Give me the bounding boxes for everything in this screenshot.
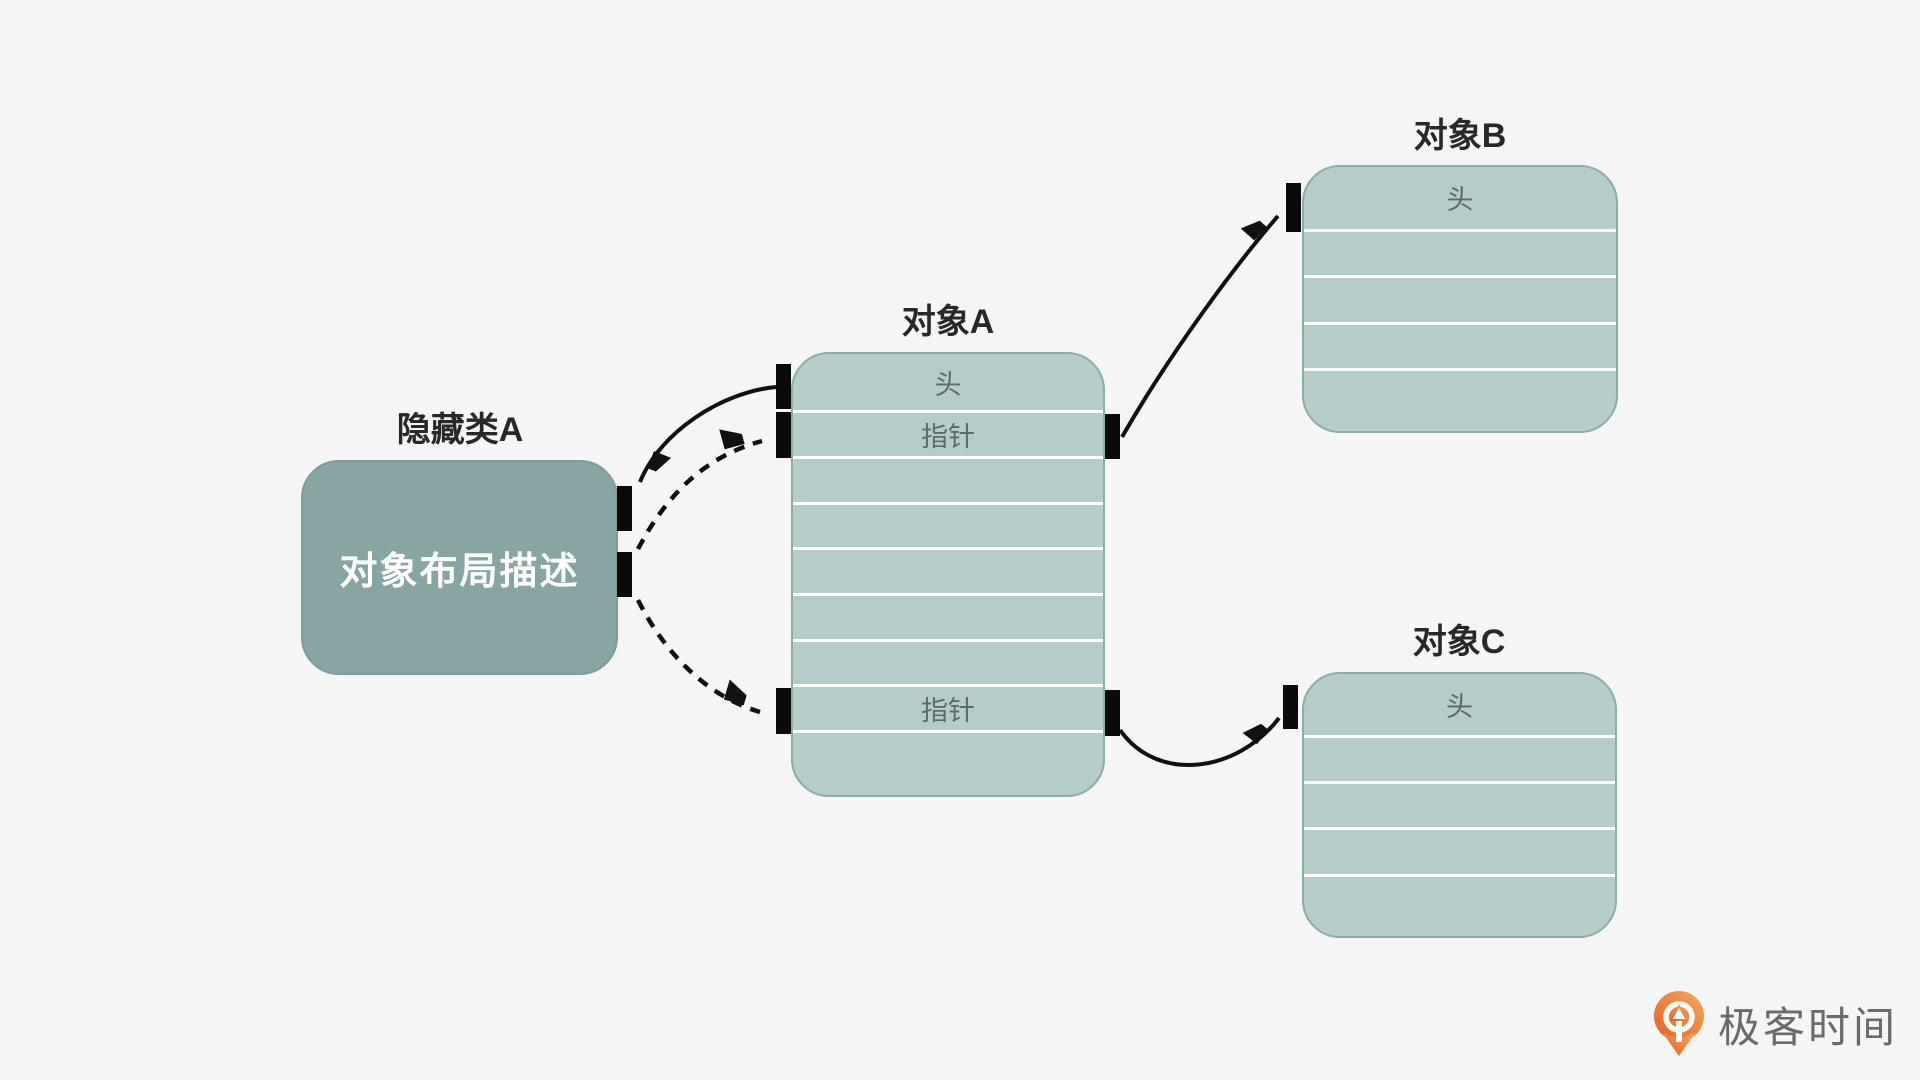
memory-row (793, 593, 1103, 639)
object-c-title: 对象C (1412, 623, 1506, 661)
memory-row (1304, 781, 1615, 827)
hidden-class-a-title: 隐藏类A (396, 411, 524, 449)
arrow-objA-pointer1-to-objB (1120, 216, 1280, 438)
memory-row: 指针 (793, 410, 1103, 456)
arrow-hidden-class-to-objA-pointer1-dashed (636, 441, 763, 551)
object-b-port-left (1286, 183, 1301, 232)
memory-row-label: 指针 (921, 696, 975, 727)
object-a-port-right-pointer2 (1105, 690, 1120, 736)
hidden-class-a-port-top (617, 486, 632, 531)
hidden-class-a-box: 对象布局描述 (301, 460, 618, 675)
memory-row (1304, 368, 1616, 431)
memory-row-label: 头 (1446, 692, 1473, 723)
memory-row (793, 730, 1103, 795)
memory-row (793, 547, 1103, 593)
geektime-logo-text: 极客时间 (1718, 1003, 1899, 1051)
object-c-rows: 头 (1304, 674, 1615, 936)
object-b-box: 头 (1302, 165, 1618, 433)
memory-row (793, 501, 1103, 548)
memory-row-label: 头 (1446, 185, 1474, 216)
geektime-pin-icon (1654, 991, 1704, 1056)
memory-row (793, 456, 1103, 502)
geektime-logo: 极客时间 (1652, 990, 1898, 1058)
memory-row (1304, 873, 1615, 936)
memory-row: 头 (1304, 674, 1615, 735)
memory-row (1304, 321, 1616, 368)
memory-row: 头 (793, 354, 1103, 410)
object-a-port-left-head (776, 364, 791, 409)
memory-row-label: 指针 (921, 422, 975, 453)
arrow-objA-head-to-hidden-class (638, 385, 777, 483)
object-b-title: 对象B (1413, 117, 1507, 155)
memory-row-label: 头 (934, 369, 962, 400)
memory-row: 指针 (793, 684, 1103, 730)
object-b-rows: 头 (1304, 167, 1616, 431)
object-a-title: 对象A (901, 303, 995, 341)
object-a-port-left-pointer2 (776, 688, 791, 734)
object-c-box: 头 (1302, 672, 1617, 938)
arrow-objA-pointer2-to-objC (1118, 716, 1281, 767)
object-a-port-left-pointer1 (776, 412, 791, 458)
memory-row (793, 638, 1103, 685)
memory-row (1304, 735, 1615, 781)
memory-row (1304, 275, 1616, 321)
hidden-class-a-port-bottom (617, 552, 632, 597)
hidden-class-a-body: 对象布局描述 (339, 551, 580, 593)
object-a-rows: 头指针指针 (793, 354, 1103, 795)
object-a-box: 头指针指针 (791, 352, 1105, 797)
memory-row: 头 (1304, 167, 1616, 229)
memory-row (1304, 827, 1615, 873)
object-a-port-right-pointer1 (1105, 414, 1120, 459)
arrow-hidden-class-to-objA-pointer2-dashed (635, 598, 761, 715)
memory-row (1304, 228, 1616, 275)
object-c-port-left (1283, 685, 1298, 729)
